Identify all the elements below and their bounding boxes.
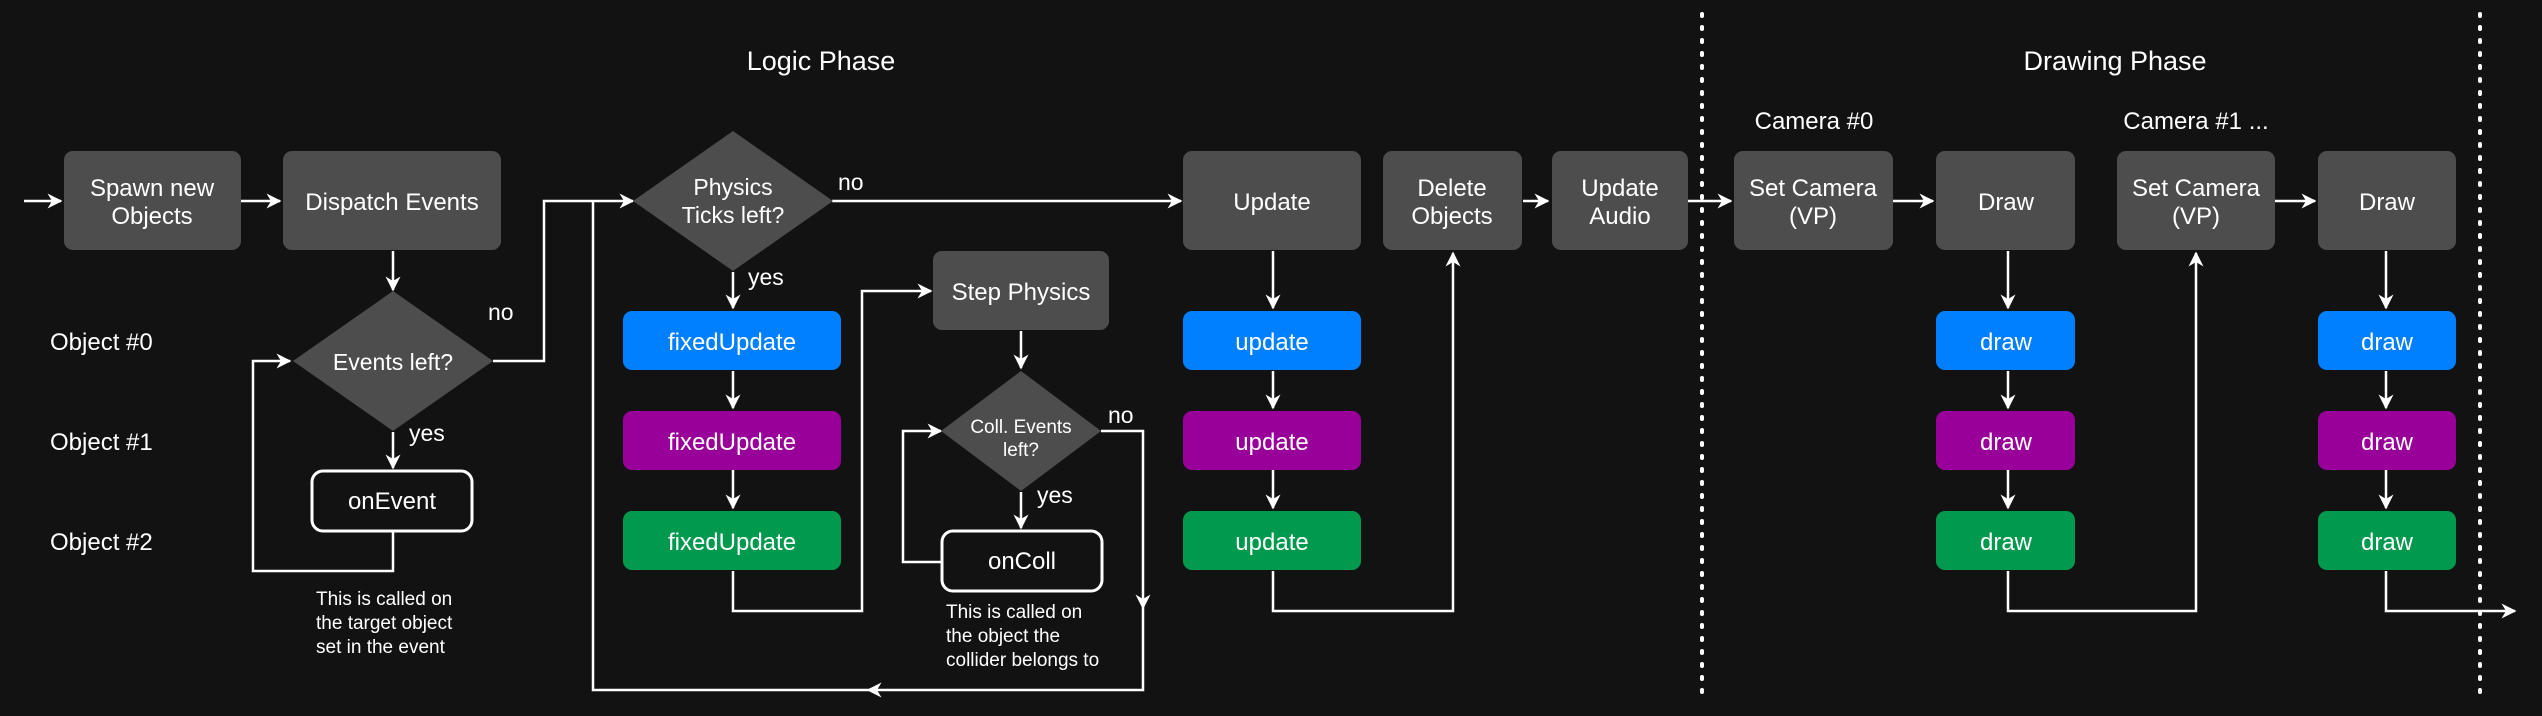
decision-physics-ticks: Physics Ticks left? (633, 131, 833, 271)
edge-draw-to-camera-1 (2006, 251, 2204, 613)
decision-coll-events: Coll. Events left? (941, 371, 1101, 491)
decision-coll-events-label-line-2: left? (1003, 440, 1039, 461)
update-object-0: update (1183, 311, 1361, 370)
update-object-2-label: update (1235, 529, 1308, 556)
fixedupdate-object-0: fixedUpdate (623, 311, 841, 370)
node-on-event-label: onEvent (348, 488, 436, 515)
node-update-audio-label-line-2: Audio (1589, 203, 1650, 230)
node-set-camera-1-label-line-2: (VP) (2172, 203, 2220, 230)
edge-draw2-exit (2384, 571, 2517, 619)
draw-camera-1-object-1: draw (2318, 411, 2456, 470)
node-update: Update (1183, 151, 1361, 250)
note-on-event: This is called on the target object set … (316, 589, 453, 658)
row-label-object-1: Object #1 (50, 429, 153, 456)
draw-camera-0-object-0: draw (1936, 311, 2075, 370)
node-step-physics-label: Step Physics (952, 279, 1091, 306)
update-object-0-label: update (1235, 329, 1308, 356)
draw-camera-1-object-2: draw (2318, 511, 2456, 570)
camera-0-label: Camera #0 (1755, 108, 1874, 135)
draw-camera-1-object-0-label: draw (2361, 329, 2414, 356)
fixedupdate-object-2-label: fixedUpdate (668, 529, 796, 556)
decision-coll-events-label-line-1: Coll. Events (970, 417, 1071, 438)
node-set-camera-1-label-line-1: Set Camera (2132, 175, 2261, 202)
update-object-2: update (1183, 511, 1361, 570)
node-delete-objects-label-line-1: Delete (1417, 175, 1486, 202)
note-on-event-line-3: set in the event (316, 637, 446, 658)
note-on-coll-line-3: collider belongs to (946, 650, 1099, 671)
node-draw-1: Draw (2318, 151, 2456, 250)
node-draw-1-label: Draw (2359, 189, 2416, 216)
node-update-audio: Update Audio (1552, 151, 1688, 250)
node-on-coll: onColl (940, 529, 1104, 593)
edge-label-events-yes: yes (409, 420, 445, 446)
note-on-event-line-2: the target object (316, 613, 453, 634)
draw-camera-1-object-0: draw (2318, 311, 2456, 370)
edge-oncoll-loop-back (901, 423, 943, 564)
node-dispatch-events-label: Dispatch Events (305, 189, 478, 216)
draw-camera-0-object-0-label: draw (1980, 329, 2033, 356)
node-delete-objects-label-line-2: Objects (1411, 203, 1492, 230)
note-on-coll: This is called on the object the collide… (946, 602, 1099, 671)
node-draw-0-label: Draw (1978, 189, 2035, 216)
draw-camera-0-object-2: draw (1936, 511, 2075, 570)
drawing-phase-title: Drawing Phase (2023, 46, 2206, 76)
note-on-coll-line-2: the object the (946, 626, 1060, 647)
node-update-label: Update (1233, 189, 1310, 216)
connectors (24, 193, 2517, 698)
edge-label-physics-yes: yes (748, 264, 784, 290)
edge-label-physics-no: no (838, 169, 864, 195)
edge-events-left-to-physics (493, 193, 635, 363)
edge-label-coll-yes: yes (1037, 482, 1073, 508)
row-label-object-2: Object #2 (50, 529, 153, 556)
note-on-event-line-1: This is called on (316, 589, 452, 610)
fixedupdate-object-0-label: fixedUpdate (668, 329, 796, 356)
node-update-audio-label-line-1: Update (1581, 175, 1658, 202)
update-object-1-label: update (1235, 429, 1308, 456)
draw-camera-1-object-2-label: draw (2361, 529, 2414, 556)
edge-return-to-physics (866, 608, 1145, 698)
logic-phase-title: Logic Phase (747, 46, 896, 76)
decision-physics-ticks-label-line-2: Ticks left? (682, 202, 785, 228)
node-on-coll-label: onColl (988, 548, 1056, 575)
fixedupdate-object-1-label: fixedUpdate (668, 429, 796, 456)
draw-camera-0-object-1: draw (1936, 411, 2075, 470)
node-set-camera-0-label-line-1: Set Camera (1749, 175, 1878, 202)
node-dispatch-events: Dispatch Events (283, 151, 501, 250)
draw-camera-1-object-1-label: draw (2361, 429, 2414, 456)
draw-camera-0-object-2-label: draw (1980, 529, 2033, 556)
node-delete-objects: Delete Objects (1383, 151, 1522, 250)
fixedupdate-object-1: fixedUpdate (623, 411, 841, 470)
decision-events-left: Events left? (293, 291, 493, 431)
camera-1-label: Camera #1 ... (2123, 108, 2268, 135)
node-spawn-label-line-1: Spawn new (90, 175, 215, 202)
edge-return-to-physics-side (591, 201, 868, 692)
node-set-camera-1: Set Camera (VP) (2117, 151, 2275, 250)
node-draw-0: Draw (1936, 151, 2075, 250)
decision-physics-ticks-label-line-1: Physics (693, 174, 772, 200)
decision-events-left-label: Events left? (333, 349, 453, 375)
note-on-coll-line-1: This is called on (946, 602, 1082, 623)
edge-label-coll-no: no (1108, 402, 1134, 428)
update-object-1: update (1183, 411, 1361, 470)
edge-onevent-loop-back (251, 353, 395, 573)
node-spawn-label-line-2: Objects (111, 203, 192, 230)
fixedupdate-object-2: fixedUpdate (623, 511, 841, 570)
node-spawn: Spawn new Objects (64, 151, 241, 250)
edge-coll-events-exit (1101, 429, 1151, 610)
edge-update-to-delete (1271, 251, 1461, 613)
node-on-event: onEvent (310, 469, 474, 533)
edge-label-events-no: no (488, 299, 514, 325)
node-step-physics: Step Physics (933, 251, 1109, 330)
node-set-camera-0: Set Camera (VP) (1734, 151, 1893, 250)
node-set-camera-0-label-line-2: (VP) (1789, 203, 1837, 230)
edge-fixedupdate-to-step-physics (731, 283, 933, 613)
draw-camera-0-object-1-label: draw (1980, 429, 2033, 456)
row-label-object-0: Object #0 (50, 329, 153, 356)
